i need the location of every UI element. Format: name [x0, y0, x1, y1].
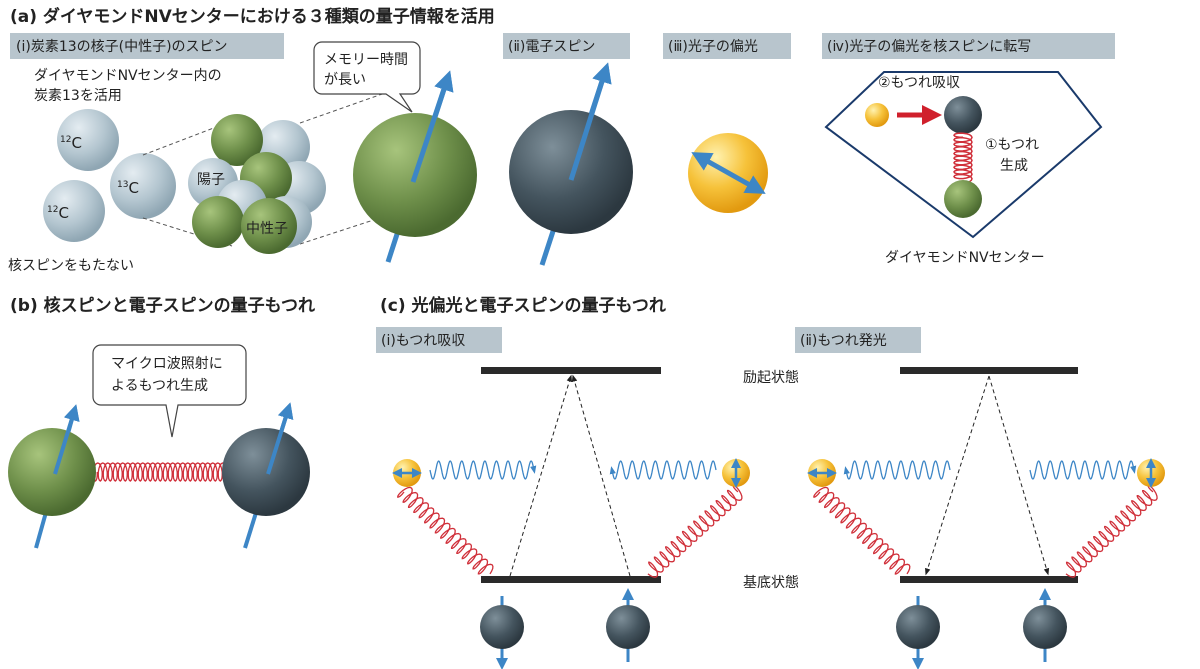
photon-wave-c1-right — [609, 460, 717, 480]
ground-state-label: 基底状態 — [743, 574, 799, 591]
absorb-transition-2 — [571, 374, 631, 577]
tag-a1: (ⅰ)炭素13の核子(中性子)のスピン — [10, 33, 284, 59]
nucleus-cluster — [188, 114, 326, 254]
section-a-title: (a) ダイヤモンドNVセンターにおける３種類の量子情報を活用 — [10, 6, 495, 27]
carbon-note-line2: 炭素13を活用 — [34, 88, 122, 104]
zoom-line-4 — [299, 212, 396, 245]
excited-state-label: 励起状態 — [743, 370, 799, 386]
excited-level-1 — [481, 367, 661, 374]
electron-b — [222, 428, 310, 516]
emit-transition-2 — [988, 375, 1050, 576]
tag-c1: (ⅰ)もつれ吸収 — [376, 327, 502, 353]
spring-c2-right — [1065, 484, 1158, 578]
tag-c2: (ⅱ)もつれ発光 — [795, 327, 921, 353]
carbon12-1-label: 12C — [60, 134, 82, 152]
electron-small — [944, 96, 982, 134]
section-c-title: (c) 光偏光と電子スピンの量子もつれ — [380, 295, 666, 316]
svg-text:よるもつれ生成: よるもつれ生成 — [111, 378, 208, 394]
entangle-absorb-label: ②もつれ吸収 — [878, 75, 960, 91]
spring-c2-left — [813, 486, 911, 575]
nucleus-small — [944, 180, 982, 218]
photon-wave-c1-left — [429, 460, 537, 480]
proton-label: 陽子 — [197, 172, 225, 188]
carbon12-atom-2 — [43, 180, 105, 242]
tag-a4: (ⅳ)光子の偏光を核スピンに転写 — [822, 33, 1115, 59]
electron-c1-right — [606, 605, 650, 649]
carbon12-2-label: 12C — [47, 204, 69, 222]
tag-a3-label: (ⅲ)光子の偏光 — [668, 39, 758, 55]
svg-text:マイクロ波照射に: マイクロ波照射に — [111, 356, 223, 372]
tag-a4-label: (ⅳ)光子の偏光を核スピンに転写 — [827, 39, 1031, 55]
spring-b — [92, 462, 228, 482]
microwave-bubble: マイクロ波照射に よるもつれ生成 — [92, 344, 247, 438]
spring-iv — [953, 132, 973, 184]
absorb-transition-1 — [509, 374, 573, 577]
carbon13-atom — [110, 153, 176, 219]
svg-text:が長い: が長い — [324, 72, 366, 88]
spring-c1-left — [397, 486, 494, 575]
carbon13-label: 13C — [117, 179, 139, 197]
entangle-gen-line2: 生成 — [1000, 158, 1028, 174]
electron-c2-right — [1023, 605, 1067, 649]
tag-a3: (ⅲ)光子の偏光 — [663, 33, 791, 59]
nucleus-b — [8, 428, 96, 516]
neutron-label: 中性子 — [246, 221, 288, 237]
ground-level-2 — [900, 576, 1078, 583]
excited-level-2 — [900, 367, 1078, 374]
photon-wave-c2-right — [1029, 460, 1137, 480]
photon-small — [865, 103, 889, 127]
carbon-note-line1: ダイヤモンドNVセンター内の — [34, 68, 222, 84]
tag-a2: (ⅱ)電子スピン — [503, 33, 630, 59]
tag-a2-label: (ⅱ)電子スピン — [508, 39, 595, 55]
ground-level-1 — [481, 576, 661, 583]
photon-wave-c2-left — [843, 460, 951, 480]
zoom-line-3 — [299, 92, 386, 124]
section-b-title: (b) 核スピンと電子スピンの量子もつれ — [10, 295, 315, 316]
svg-text:メモリー時間: メモリー時間 — [324, 52, 408, 68]
carbon12-atom-1 — [57, 109, 119, 171]
electron-c2-left — [896, 605, 940, 649]
electron-c1-left — [480, 605, 524, 649]
tag-c1-label: (ⅰ)もつれ吸収 — [381, 333, 465, 349]
no-spin-label: 核スピンをもたない — [8, 258, 134, 274]
tag-c2-label: (ⅱ)もつれ発光 — [800, 333, 887, 349]
tag-a1-label: (ⅰ)炭素13の核子(中性子)のスピン — [16, 39, 228, 55]
nv-center-frame — [824, 71, 1103, 239]
entangle-gen-line1: ①もつれ — [985, 137, 1039, 153]
spring-c1-right — [647, 484, 743, 578]
nv-center-label: ダイヤモンドNVセンター — [885, 250, 1045, 266]
polarization-arrow — [691, 152, 766, 194]
memory-bubble: メモリー時間 が長い — [313, 41, 421, 113]
emit-transition-1 — [925, 375, 990, 576]
